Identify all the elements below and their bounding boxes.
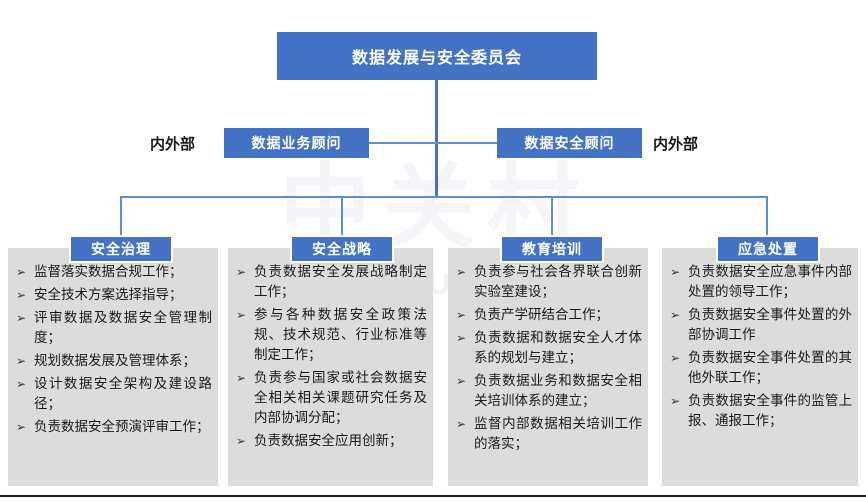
bullet-arrow-icon: ➢	[456, 374, 467, 388]
bullet-arrow-icon: ➢	[670, 351, 681, 365]
list-item-text: 评审数据及数据安全管理制度；	[34, 310, 212, 345]
list-item-text: 参与各种数据安全政策法规、技术规范、行业标准等制定工作；	[254, 307, 427, 362]
bullet-arrow-icon: ➢	[456, 417, 467, 431]
bullet-arrow-icon: ➢	[16, 311, 27, 325]
advisor-node-security[interactable]: 数据安全顾问	[497, 128, 642, 158]
bullet-arrow-icon: ➢	[16, 377, 27, 391]
connector-drop-3	[766, 196, 768, 236]
list-item: ➢ 负责数据安全事件处置的外部协调工作	[668, 305, 852, 345]
bullet-arrow-icon: ➢	[236, 371, 247, 385]
advisor-node-business[interactable]: 数据业务顾问	[224, 128, 369, 158]
pillar-header-security-governance[interactable]: 安全治理	[69, 235, 173, 263]
list-item-text: 负责数据安全应用创新；	[254, 433, 403, 448]
list-item-text: 负责数据安全发展战略制定工作；	[254, 264, 427, 299]
list-item-text: 监督落实数据合规工作；	[34, 264, 183, 279]
bullet-arrow-icon: ➢	[670, 265, 681, 279]
advisor-node-security-label: 数据安全顾问	[524, 135, 615, 151]
pillar-header-security-strategy[interactable]: 安全战略	[290, 235, 394, 263]
connector-distribution-bar	[120, 196, 768, 198]
list-item-text: 规划数据发展及管理体系；	[34, 353, 196, 368]
list-item: ➢ 负责数据安全发展战略制定工作；	[234, 262, 427, 302]
list-item: ➢ 负责数据安全事件的监管上报、通报工作；	[668, 391, 852, 431]
pillar-header-label: 应急处置	[738, 241, 798, 257]
list-item-text: 负责产学研结合工作；	[474, 307, 609, 322]
list-item: ➢ 监督内部数据相关培训工作的落实；	[454, 414, 642, 454]
pillar-list-1: ➢ 负责数据安全发展战略制定工作； ➢ 参与各种数据安全政策法规、技术规范、行业标准…	[234, 262, 427, 451]
bullet-arrow-icon: ➢	[236, 308, 247, 322]
pillar-header-label: 安全治理	[91, 241, 151, 257]
pillar-panel-security-strategy: ➢ 负责数据安全发展战略制定工作； ➢ 参与各种数据安全政策法规、技术规范、行业标准…	[228, 248, 433, 486]
pillar-header-education-training[interactable]: 教育培训	[500, 235, 604, 263]
list-item: ➢ 负责参与社会各界联合创新实验室建设；	[454, 262, 642, 302]
pillar-panel-security-governance: ➢ 监督落实数据合规工作； ➢ 安全技术方案选择指导； ➢ 评审数据及数据安全管理制度…	[8, 248, 218, 486]
root-node-committee[interactable]: 数据发展与安全委员会	[277, 32, 597, 80]
bullet-arrow-icon: ➢	[456, 331, 467, 345]
advisor-node-business-label: 数据业务顾问	[251, 135, 342, 151]
pillar-header-label: 教育培训	[522, 241, 582, 257]
list-item-text: 监督内部数据相关培训工作的落实；	[474, 416, 642, 451]
bullet-arrow-icon: ➢	[236, 265, 247, 279]
pillar-list-0: ➢ 监督落实数据合规工作； ➢ 安全技术方案选择指导； ➢ 评审数据及数据安全管理制度…	[14, 262, 212, 437]
list-item: ➢ 规划数据发展及管理体系；	[14, 351, 212, 371]
bullet-arrow-icon: ➢	[670, 394, 681, 408]
list-item-text: 负责参与社会各界联合创新实验室建设；	[474, 264, 642, 299]
bullet-arrow-icon: ➢	[16, 354, 27, 368]
list-item: ➢ 监督落实数据合规工作；	[14, 262, 212, 282]
connector-drop-2	[551, 196, 553, 236]
list-item-text: 负责数据安全事件处置的其他外联工作；	[688, 350, 852, 385]
list-item-text: 安全技术方案选择指导；	[34, 287, 183, 302]
connector-drop-1	[341, 196, 343, 236]
external-label-right: 内外部	[653, 136, 699, 153]
list-item: ➢ 设计数据安全架构及建设路径；	[14, 374, 212, 414]
list-item: ➢ 参与各种数据安全政策法规、技术规范、行业标准等制定工作；	[234, 305, 427, 365]
list-item: ➢ 负责数据安全应用创新；	[234, 431, 427, 451]
list-item: ➢ 负责数据安全事件处置的其他外联工作；	[668, 348, 852, 388]
list-item: ➢ 负责数据安全预演评审工作；	[14, 417, 212, 437]
bullet-arrow-icon: ➢	[16, 288, 27, 302]
bullet-arrow-icon: ➢	[670, 308, 681, 322]
list-item: ➢ 负责产学研结合工作；	[454, 305, 642, 325]
bullet-arrow-icon: ➢	[16, 420, 27, 434]
bullet-arrow-icon: ➢	[16, 265, 27, 279]
list-item: ➢ 负责参与国家或社会数据安全相关相关课题研究任务及内部协调分配；	[234, 368, 427, 428]
list-item-text: 负责数据安全预演评审工作；	[34, 419, 210, 434]
bullet-arrow-icon: ➢	[456, 308, 467, 322]
bullet-arrow-icon: ➢	[236, 434, 247, 448]
pillar-list-2: ➢ 负责参与社会各界联合创新实验室建设； ➢ 负责产学研结合工作； ➢ 负责数据和数据…	[454, 262, 642, 454]
root-node-label: 数据发展与安全委员会	[351, 50, 522, 67]
pillar-header-label: 安全战略	[312, 241, 372, 257]
list-item: ➢ 评审数据及数据安全管理制度；	[14, 308, 212, 348]
list-item-text: 负责数据和数据安全人才体系的规划与建立；	[474, 330, 642, 365]
list-item-text: 设计数据安全架构及建设路径；	[34, 376, 212, 411]
list-item: ➢ 负责数据和数据安全人才体系的规划与建立；	[454, 328, 642, 368]
connector-drop-0	[120, 196, 122, 236]
pillar-header-emergency-response[interactable]: 应急处置	[716, 235, 820, 263]
external-label-left: 内外部	[150, 136, 196, 153]
pillar-panel-emergency-response: ➢ 负责数据安全应急事件内部处置的领导工作； ➢ 负责数据安全事件处置的外部协调工作…	[662, 248, 858, 486]
list-item: ➢ 安全技术方案选择指导；	[14, 285, 212, 305]
list-item-text: 负责数据安全应急事件内部处置的领导工作；	[688, 264, 852, 299]
connector-root-trunk	[435, 80, 438, 197]
list-item-text: 负责数据安全事件的监管上报、通报工作；	[688, 393, 852, 428]
list-item: ➢ 负责数据业务和数据安全相关培训体系的建立；	[454, 371, 642, 411]
bottom-divider	[0, 495, 866, 497]
list-item: ➢ 负责数据安全应急事件内部处置的领导工作；	[668, 262, 852, 302]
connector-advisor-right	[437, 142, 499, 144]
pillar-list-3: ➢ 负责数据安全应急事件内部处置的领导工作； ➢ 负责数据安全事件处置的外部协调工作…	[668, 262, 852, 431]
list-item-text: 负责参与国家或社会数据安全相关相关课题研究任务及内部协调分配；	[254, 370, 427, 425]
pillar-panel-education-training: ➢ 负责参与社会各界联合创新实验室建设； ➢ 负责产学研结合工作； ➢ 负责数据和数据…	[448, 248, 648, 486]
list-item-text: 负责数据安全事件处置的外部协调工作	[688, 307, 852, 342]
list-item-text: 负责数据业务和数据安全相关培训体系的建立；	[474, 373, 642, 408]
connector-advisor-left	[369, 142, 437, 144]
bullet-arrow-icon: ➢	[456, 265, 467, 279]
